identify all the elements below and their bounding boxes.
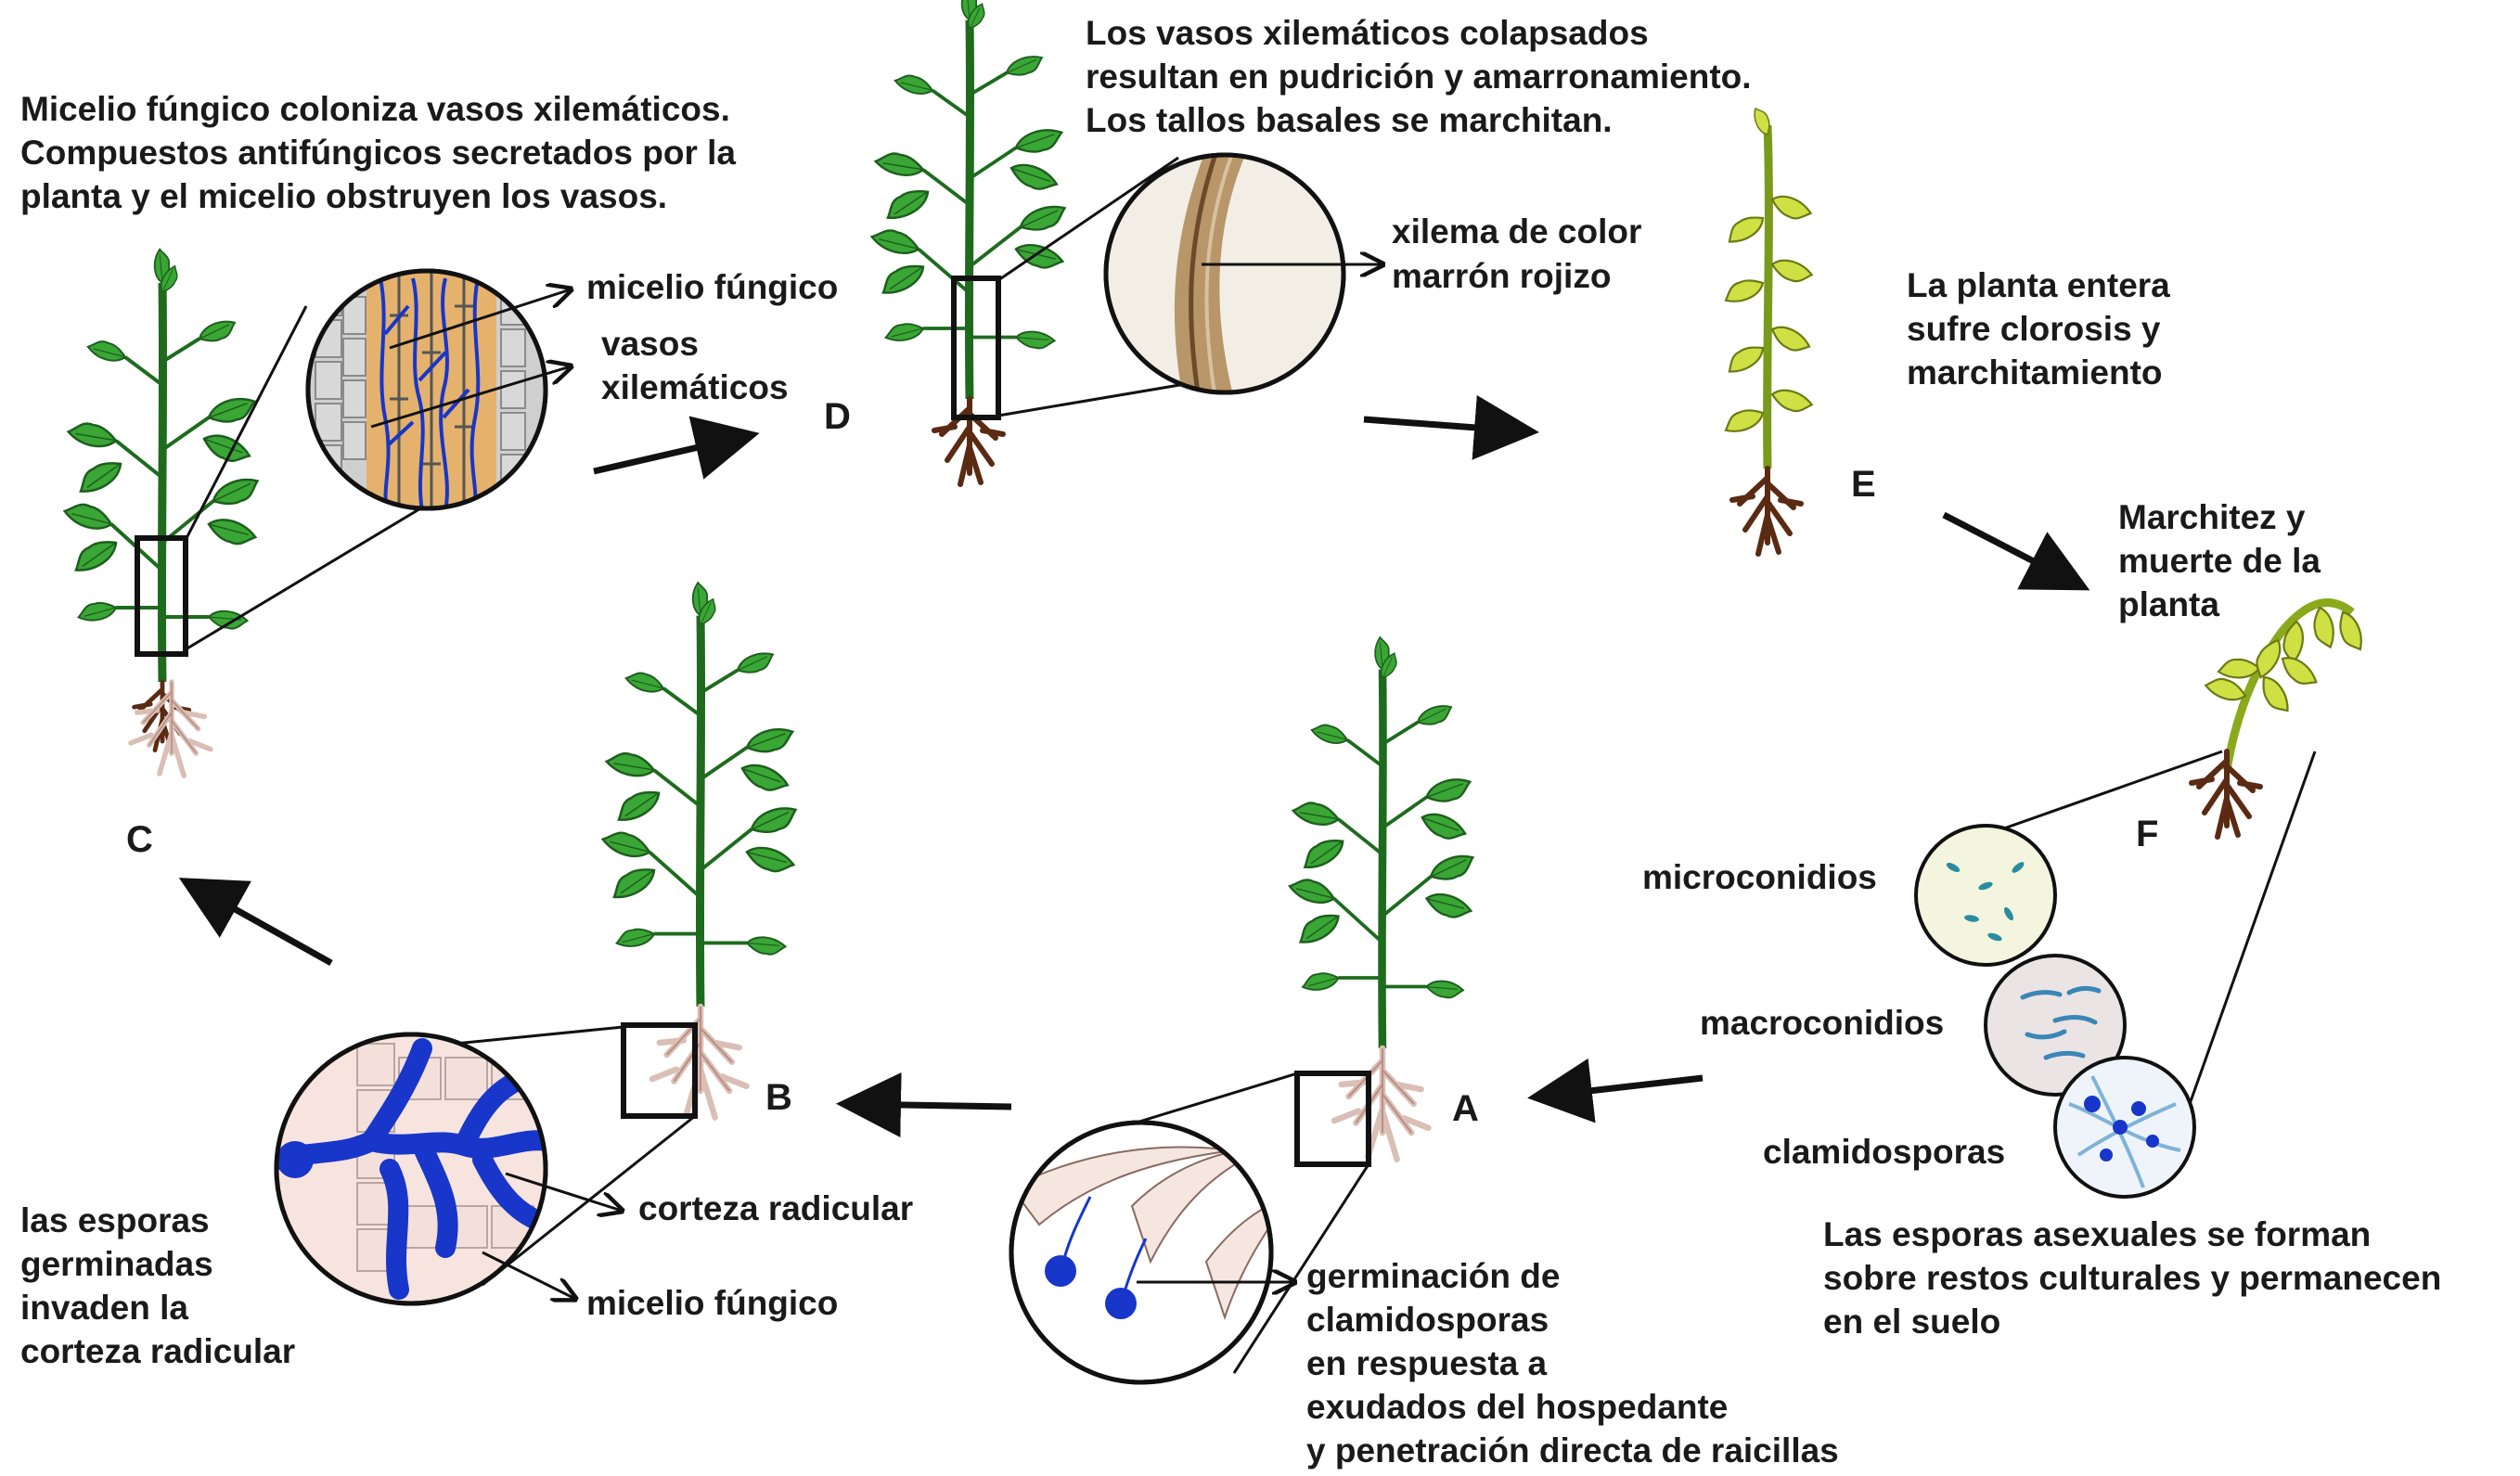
plant-d [869,0,1069,399]
plant-a [1287,637,1477,1160]
stage-e-letter: E [1851,464,1876,505]
macroconidia-label: macroconidios [1700,1004,1944,1042]
plant-f-zoom-line-left [1985,750,2223,837]
vessels-pointer-c [370,366,571,429]
stage-c-vessels-label: vasos xilemáticos [601,325,789,406]
plant-d-inspection-box [951,276,1001,420]
chlamydospores-zoom [2053,1056,2196,1199]
plant-c-zoom-line-top [184,305,308,541]
stage-f-description: Marchitez y muerte de la planta [2118,498,2330,623]
stage-c-description: Micelio fúngico coloniza vasos xilemátic… [20,90,745,215]
arrow-a-to-b [836,1072,1012,1137]
plant-f [2192,598,2367,837]
stage-c-letter: C [126,819,153,860]
stage-c-mycelium-label: micelio fúngico [586,268,838,306]
plant-a-zoom-line-left [1126,1072,1298,1127]
stage-b-cortex-label: corteza radicular [638,1189,913,1227]
plant-a-inspection-box [1294,1071,1371,1167]
plant-c-inspection-box [135,535,188,657]
root-cortex-invasion-zoom [274,1032,548,1306]
arrow-b-to-c [178,878,333,967]
stage-b-mycelium-label: micelio fúngico [586,1284,838,1322]
stage-a-description: germinación de clamidosporas en respuest… [1306,1257,1839,1470]
plant-d-roots [934,399,1003,484]
stage-a-letter: A [1452,1088,1479,1129]
plant-b [600,583,800,1118]
arrow-d-to-e [1363,394,1539,460]
plant-a-zoom-line-right [1232,1163,1370,1374]
microconidia-zoom [1914,824,2057,967]
plant-e [1720,105,1816,554]
plant-c-roots [131,682,211,776]
arrow-e-to-f [1942,511,2090,591]
arrow-c-to-d [593,416,760,480]
arrow-f-to-a [1527,1058,1704,1123]
xylem-colonization-zoom [305,268,548,511]
stage-e-description: La planta entera sufre clorosis y marchi… [1907,266,2179,391]
spores-description: Las esporas asexuales se forman sobre re… [1823,1215,2451,1341]
microconidia-label: microconidios [1642,858,1877,896]
chlamydospore-germination-zoom [1009,1120,1274,1385]
root-mycelium-pointer [482,1251,575,1299]
plant-c [62,250,262,682]
plant-b-inspection-box [621,1022,698,1119]
stage-f-letter: F [2136,814,2158,854]
stage-d-xylem-label: xilema de color marrón rojizo [1392,212,1652,295]
stage-d-letter: D [824,396,851,437]
chlamydospores-label: clamidosporas [1763,1133,2005,1171]
stage-b-letter: B [765,1077,792,1118]
stage-b-description: las esporas germinadas invaden la cortez… [20,1201,295,1370]
macroconidia-zoom [1984,954,2127,1097]
root-cortex-pointer [505,1172,622,1211]
brown-xylem-zoom [1103,152,1346,395]
plant-f-zoom-line-right [2188,751,2317,1105]
mycelium-pointer-c [389,289,571,350]
stage-d-description: Los vasos xilemáticos colapsados resulta… [1086,14,1761,139]
plant-d-zoom-line-top [997,156,1179,282]
